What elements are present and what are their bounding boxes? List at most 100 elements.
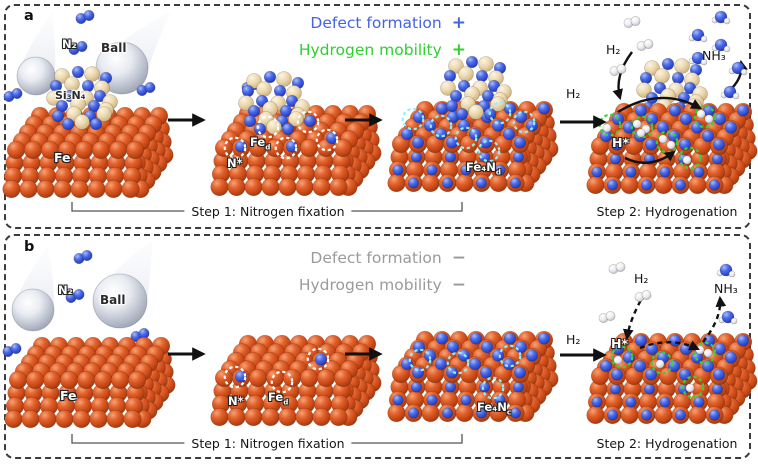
- step1-label-a: Step 1: Nitrogen fixation: [184, 204, 352, 219]
- nitride-circle: [429, 114, 453, 138]
- step1-label-b: Step 1: Nitrogen fixation: [184, 436, 352, 451]
- legend-defect-formation-a: Defect formation +: [276, 13, 466, 33]
- nh3-molecule: [716, 263, 736, 278]
- nitride-circle: [408, 348, 432, 372]
- nh3-molecule: [720, 85, 740, 100]
- nh3-molecule: [711, 38, 731, 53]
- h2-label-a: H₂: [606, 42, 621, 57]
- n2-molecule: [75, 10, 95, 24]
- hydrogen-circle: [693, 105, 717, 129]
- ball-label-a: Ball: [101, 41, 127, 55]
- fe-lattice: [387, 330, 559, 423]
- fe-lattice: [210, 104, 382, 197]
- nh3-label-a: NH₃: [702, 48, 726, 63]
- n2-molecule: [136, 82, 156, 97]
- fe-lattice: [4, 336, 176, 429]
- h-atom: [655, 359, 665, 369]
- milling-ball: [16, 12, 56, 96]
- h2-molecule: [609, 64, 627, 76]
- nitride-circle: [454, 126, 478, 150]
- milling-ball: [92, 240, 152, 329]
- n2-label-a: N₂: [62, 37, 77, 51]
- nitride-circle: [481, 376, 505, 400]
- minus-sign-icon: −: [451, 248, 466, 268]
- h2-step-label-b: H₂: [566, 332, 581, 347]
- reaction-arrow: [617, 96, 702, 114]
- h2-molecule: [623, 16, 641, 28]
- hydrogen-circle: [681, 375, 705, 399]
- h-atom: [658, 134, 668, 144]
- fe-label-b: Fe: [60, 388, 77, 403]
- reaction-arrow: [624, 150, 676, 164]
- legend-mobility-text-b: Hydrogen mobility: [298, 276, 442, 294]
- n-adsorbed-label-a: N*: [227, 156, 243, 170]
- si3n4-label-a: Si₃N₄: [55, 89, 86, 102]
- fe4n-label-b: Fe₄Nc: [477, 400, 512, 417]
- nh3-molecule: [718, 310, 738, 325]
- nh3-label-b: NH₃: [714, 281, 738, 296]
- si3n4-cluster: [238, 70, 310, 136]
- plus-sign-icon: +: [451, 13, 466, 33]
- step2-label-a: Step 2: Hydrogenation: [589, 204, 745, 219]
- step2-label-b: Step 2: Hydrogenation: [589, 436, 745, 451]
- fe-lattice: [210, 334, 382, 427]
- hydrogen-circle: [630, 115, 654, 139]
- si3n4-cluster: [46, 65, 118, 131]
- nitride-circle: [488, 101, 512, 125]
- n2-molecule: [3, 88, 23, 103]
- reaction-arrow: [702, 295, 727, 343]
- h2-molecule: [598, 311, 616, 323]
- defect-circle: [256, 115, 280, 139]
- defect-circle: [270, 370, 294, 394]
- legend-mobility-text-a: Hydrogen mobility: [298, 41, 442, 59]
- h-atom: [602, 123, 612, 133]
- n2-molecule: [65, 288, 85, 303]
- h2-molecule: [636, 39, 654, 51]
- legend-hydrogen-mobility-b: Hydrogen mobility−: [276, 275, 466, 295]
- h2-molecule: [634, 290, 652, 302]
- hydrogen-circle: [693, 341, 717, 365]
- nitride-circle: [512, 110, 536, 134]
- hydrogen-circle: [655, 130, 679, 154]
- h-adsorbed-label-a: H*: [612, 135, 629, 150]
- hydrogen-circle: [610, 345, 634, 369]
- n2-label-b: N₂: [58, 283, 73, 297]
- h-atom: [685, 383, 695, 393]
- h-atom: [632, 119, 642, 129]
- h-atom: [695, 345, 705, 355]
- legend-defect-text-b: Defect formation: [310, 249, 442, 267]
- legend-hydrogen-mobility-a: Hydrogen mobility+: [276, 40, 466, 60]
- nitride-circle: [498, 344, 522, 368]
- fe-label-a: Fe: [54, 150, 71, 165]
- h2-step-label-a: H₂: [566, 86, 581, 101]
- n-adsorbed-label-b: N*: [228, 394, 244, 408]
- n2-molecule: [73, 250, 93, 265]
- h-atom: [704, 114, 714, 124]
- reaction-arrow: [639, 340, 700, 351]
- h-atom: [666, 140, 676, 150]
- fe4n-label-a: Fe₄Nd: [466, 160, 501, 177]
- panel-a-label: a: [24, 8, 34, 24]
- defect-circle: [223, 365, 247, 389]
- h2-label-b: H₂: [634, 271, 649, 286]
- n2-molecule: [2, 342, 22, 357]
- minus-sign-icon: −: [451, 275, 466, 295]
- hydrogen-circle: [650, 351, 674, 375]
- defect-circle: [306, 347, 330, 371]
- milling-ball: [11, 246, 55, 332]
- hydrogen-circle: [678, 146, 702, 170]
- fe-lattice: [387, 100, 559, 193]
- fe-defect-label-a: Fed: [250, 135, 271, 152]
- h-atom: [613, 355, 623, 365]
- nh3-molecule: [711, 10, 731, 25]
- h-adsorbed-label-b: H*: [611, 336, 628, 351]
- nh3-molecule: [688, 28, 708, 43]
- ball-label-b: Ball: [100, 293, 126, 307]
- defect-circle: [315, 128, 339, 152]
- fe-lattice: [586, 102, 758, 195]
- legend-defect-text-a: Defect formation: [310, 14, 442, 32]
- defect-circle: [223, 136, 247, 160]
- h-atom: [696, 109, 706, 119]
